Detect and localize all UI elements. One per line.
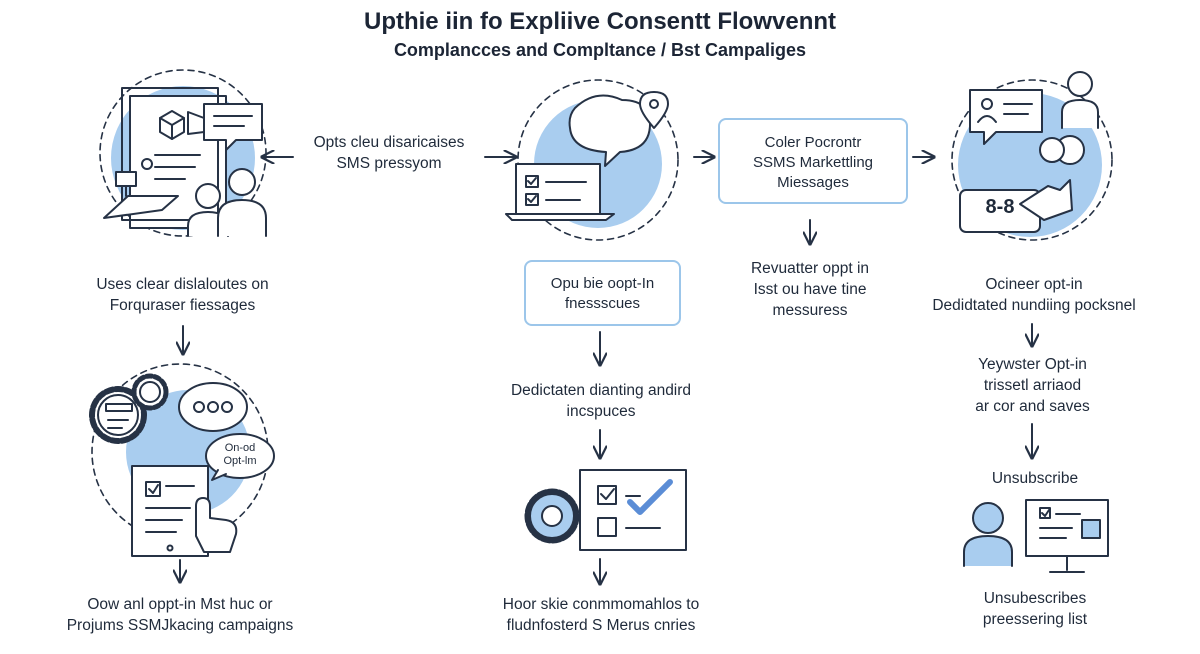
mid-right-label: Revuatter oppt in Isst ou have tine mess… <box>712 258 908 321</box>
sms-box-line3: Miessages <box>777 174 849 191</box>
left-label-1-line2: Forquraser fiessages <box>109 297 256 314</box>
person-icon <box>1039 135 1085 165</box>
person-icon <box>963 502 1013 567</box>
connector-label: Opts cleu disaricaises SMS pressyom <box>290 132 488 174</box>
sms-box-line1: Coler Pocrontr <box>764 134 862 151</box>
laptop-illustration <box>505 79 679 241</box>
unsubscribe-illustration <box>963 499 1109 573</box>
opt-in-bubble-icon <box>205 433 275 481</box>
location-pin-icon <box>639 91 669 129</box>
unsubscribe-label: Unsubscribe <box>991 470 1079 487</box>
center-label-1: Dedictaten dianting andird incspuces <box>470 380 732 422</box>
desktop-icon <box>1025 499 1109 573</box>
left-label-1-line1: Uses clear dislaloutes on <box>96 276 269 293</box>
right-label-1-line1: Ocineer opt-in <box>985 276 1083 293</box>
tablet-people-illustration <box>99 69 267 237</box>
customer-illustration <box>951 71 1113 241</box>
center-label-2-line2: fludnfosterd S Merus cnries <box>506 617 696 634</box>
opt-in-box-line1: Opu bie oopt-In <box>550 275 655 292</box>
person-icon <box>1061 71 1099 129</box>
checkmark-icon <box>627 479 673 515</box>
chat-bubble-icon <box>969 89 1043 145</box>
center-label-2: Hoor skie conmmomahlos to fludnfosterd S… <box>460 594 742 636</box>
right-label-1: Ocineer opt-in Dedidtated nundiing pocks… <box>900 274 1168 316</box>
bubble-line1: On-od <box>224 442 256 454</box>
opt-in-box-line2: fnessscues <box>564 295 641 312</box>
left-label-2: Oow anl oppt-in Mst huc or Projums SSMJk… <box>40 594 320 636</box>
opt-in-bubble-text: On-od Opt-lm <box>208 442 272 468</box>
hand-pointer-icon <box>195 497 238 553</box>
left-label-1: Uses clear dislaloutes on Forquraser fie… <box>50 274 315 316</box>
right-label-2-line2: trissetl arriaod <box>983 377 1082 394</box>
cube-icon <box>159 110 185 140</box>
right-label-2: Yeywster Opt-in trissetl arriaod ar cor … <box>930 354 1135 417</box>
bubble-line2: Opt-lm <box>223 455 257 467</box>
center-label-2-line1: Hoor skie conmmomahlos to <box>502 596 700 613</box>
center-label-1-line2: incspuces <box>566 403 636 420</box>
sms-marketing-box: Coler Pocrontr SSMS Markettling Miessage… <box>718 118 908 204</box>
gear-icon <box>89 386 147 444</box>
message-icon <box>568 94 651 167</box>
mid-right-label-line1: Revuatter oppt in <box>750 260 870 277</box>
ellipsis-bubble-icon <box>178 382 248 432</box>
chat-bubble-icon <box>187 103 263 151</box>
right-label-4: Unsubescribes preessering list <box>940 588 1130 630</box>
right-label-1-line2: Dedidtated nundiing pocksnel <box>932 297 1136 314</box>
gear-icon <box>131 373 169 411</box>
page-subtitle: Complancces and Compltance / Bst Campali… <box>393 40 807 60</box>
left-label-2-line1: Oow anl oppt-in Mst huc or <box>87 596 273 613</box>
gear-tablet-illustration <box>89 363 275 557</box>
mid-right-label-line3: messuress <box>772 302 848 319</box>
opt-in-box: Opu bie oopt-In fnessscues <box>524 260 681 326</box>
right-label-2-line3: ar cor and saves <box>975 398 1090 415</box>
mid-right-label-line2: Isst ou have tine <box>753 281 867 298</box>
right-label-4-line1: Unsubescribes <box>983 590 1087 607</box>
laptop-icon <box>505 163 615 221</box>
left-label-2-line2: Projums SSMJkacing campaigns <box>66 617 294 634</box>
connector-line2: SMS pressyom <box>336 155 442 172</box>
right-label-4-line2: preessering list <box>982 611 1088 628</box>
gear-icon <box>524 488 580 544</box>
center-label-1-line1: Dedictaten dianting andird <box>510 382 692 399</box>
connector-line1: Opts cleu disaricaises <box>313 134 465 151</box>
person-icon <box>217 168 267 237</box>
sms-box-line2: SSMS Markettling <box>752 154 874 171</box>
page-title: Upthie iin fo Expliive Consentt Flowvenn… <box>363 8 837 35</box>
right-label-2-line1: Yeywster Opt-in <box>978 356 1087 373</box>
gear-checklist-illustration <box>524 469 687 551</box>
screen-text: 8-8 <box>985 196 1015 218</box>
